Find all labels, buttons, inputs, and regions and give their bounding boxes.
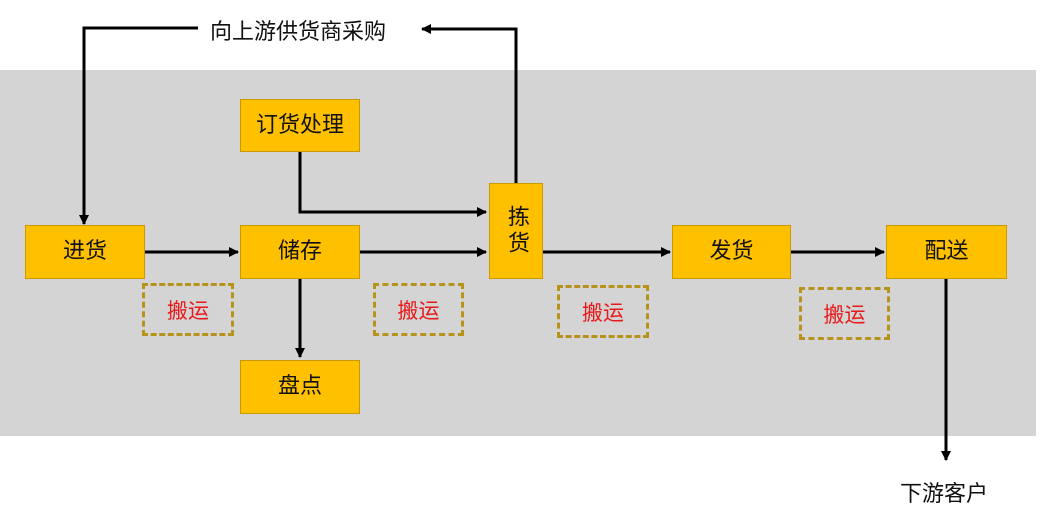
node-storage: 储存	[240, 225, 360, 279]
handling-label: 搬运	[142, 283, 234, 336]
handling-label: 搬运	[799, 287, 890, 340]
node-picking: 拣货	[489, 183, 543, 279]
node-shipping: 发货	[672, 225, 791, 279]
node-receiving: 进货	[25, 225, 145, 279]
node-inventory: 盘点	[240, 360, 360, 414]
downstream-customer-label: 下游客户	[900, 482, 989, 507]
handling-label: 搬运	[373, 283, 464, 336]
arrow-upstream-to-receiving	[79, 26, 198, 225]
node-delivery: 配送	[886, 225, 1007, 279]
arrow-picking-to-upstream	[421, 24, 518, 183]
handling-label: 搬运	[557, 285, 649, 338]
upstream-purchase-label: 向上游供货商采购	[210, 20, 387, 45]
arrow-order-to-picking	[298, 152, 487, 217]
node-order-processing: 订货处理	[240, 99, 360, 152]
